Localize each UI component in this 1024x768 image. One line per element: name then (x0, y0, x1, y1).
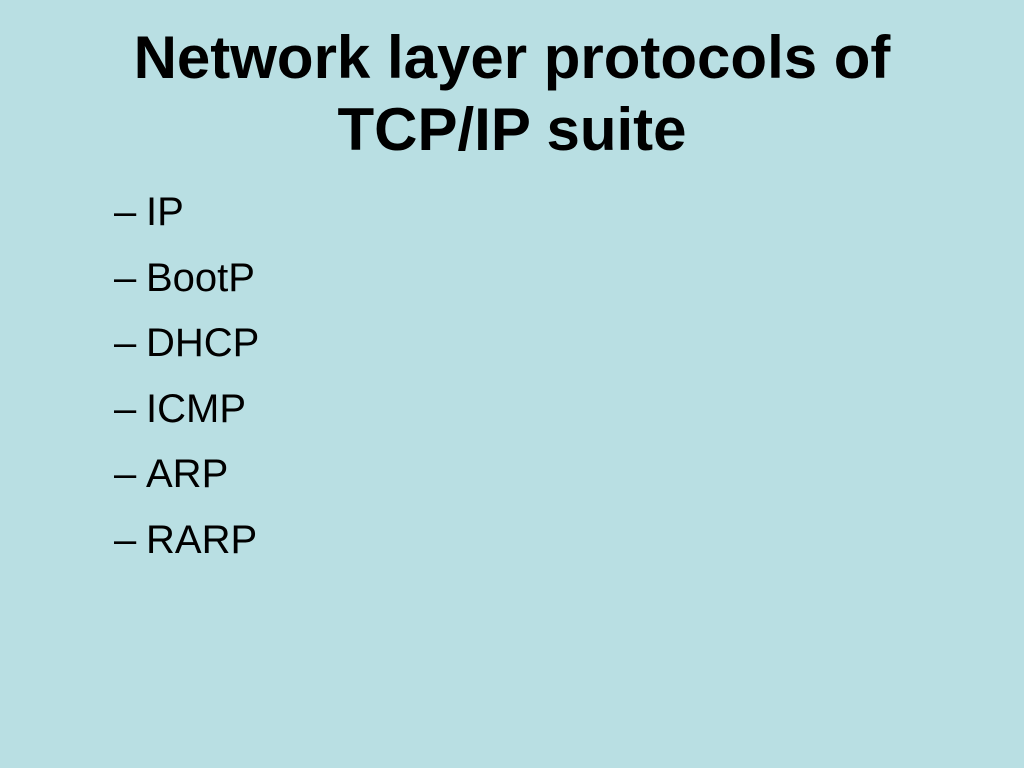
list-item-label: DHCP (146, 321, 260, 366)
list-item-label: ICMP (146, 386, 246, 431)
list-item: – BootP (114, 256, 259, 300)
list-item-label: RARP (146, 517, 258, 562)
list-item: – DHCP (114, 321, 259, 365)
dash-bullet-icon: – (114, 321, 137, 366)
protocol-list: – IP – BootP – DHCP – ICMP – ARP – RARP (114, 190, 259, 584)
list-item-label: ARP (146, 452, 229, 497)
dash-bullet-icon: – (114, 386, 137, 431)
slide-title: Network layer protocols of TCP/IP suite (0, 22, 1024, 166)
dash-bullet-icon: – (114, 452, 137, 497)
slide-title-line-1: Network layer protocols of (133, 24, 891, 91)
list-item: – ICMP (114, 387, 259, 431)
dash-bullet-icon: – (114, 190, 137, 234)
list-item-label: BootP (146, 255, 255, 300)
dash-bullet-icon: – (114, 517, 137, 562)
list-item: – IP (114, 190, 259, 234)
slide-title-line-2: TCP/IP suite (337, 96, 687, 163)
dash-bullet-icon: – (114, 255, 137, 300)
list-item: – ARP (114, 452, 259, 496)
list-item-label: IP (146, 190, 184, 234)
list-item: – RARP (114, 518, 259, 562)
